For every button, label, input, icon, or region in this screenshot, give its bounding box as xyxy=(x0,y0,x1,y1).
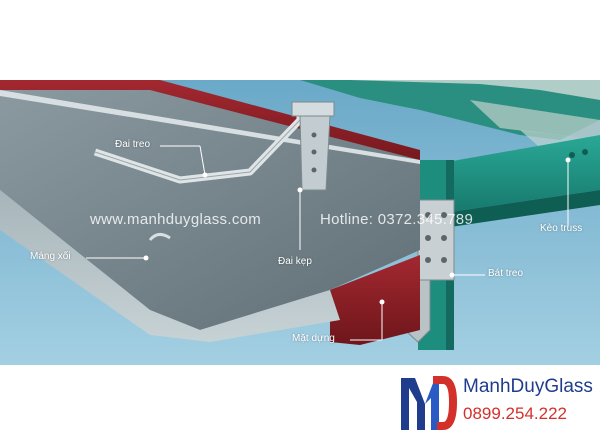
gutter-illustration xyxy=(0,80,600,365)
leader-lines xyxy=(86,145,569,341)
label-dai-treo: Đai treo xyxy=(115,139,151,150)
brand-phone: 0899.254.222 xyxy=(463,404,567,423)
gutter-diagram: Đai treo Máng xối Đai kẹp Bát treo Kèo t… xyxy=(0,80,600,365)
label-dai-kep: Đai kẹp xyxy=(278,256,312,267)
watermark-website: www.manhduyglass.com xyxy=(90,211,262,228)
label-bat-treo: Bát treo xyxy=(488,268,524,279)
brand-name: ManhDuyGlass xyxy=(463,376,593,397)
watermark-hotline: Hotline: 0372.345.789 xyxy=(320,211,474,228)
leader-dots xyxy=(143,157,571,305)
clamp xyxy=(291,101,335,191)
watermark: www.manhduyglass.com Hotline: 0372.345.7… xyxy=(0,207,600,233)
brand-block: ManhDuyGlass 0899.254.222 xyxy=(395,368,600,436)
label-keo-truss: Kèo truss xyxy=(540,223,583,234)
label-mat-dung: Mặt dựng xyxy=(292,333,335,344)
brand-logo-icon xyxy=(401,376,457,430)
label-mang-xoi: Máng xối xyxy=(30,251,71,262)
